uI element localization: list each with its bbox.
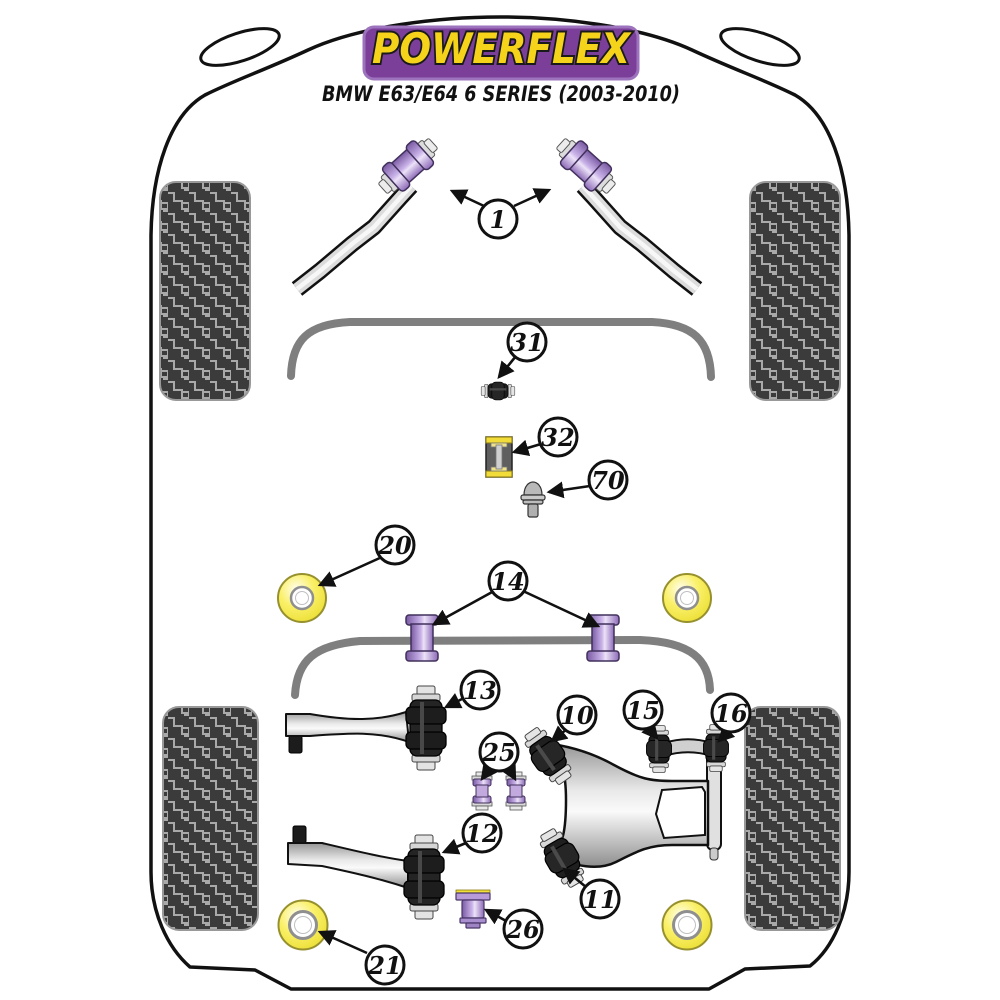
front-anti-roll-bar bbox=[287, 318, 715, 381]
callout-arrows bbox=[317, 188, 736, 955]
side-mirror-right-icon bbox=[719, 27, 801, 67]
top-hat-bush-icon bbox=[455, 889, 491, 929]
svg-text:21: 21 bbox=[367, 951, 401, 980]
tire-front-left bbox=[159, 181, 251, 401]
svg-text:14: 14 bbox=[491, 567, 524, 596]
tire-rear-left bbox=[162, 706, 259, 931]
callout-15: 15 bbox=[622, 689, 664, 731]
front-control-arm-left bbox=[291, 130, 445, 296]
rear-lower-arm bbox=[287, 825, 445, 920]
rear-upper-arm-bush-icon bbox=[405, 685, 447, 771]
yellow-bush-lower-left-icon bbox=[277, 899, 329, 951]
svg-text:31: 31 bbox=[510, 328, 543, 357]
side-mirror-left-icon bbox=[199, 27, 281, 67]
callout-20: 20 bbox=[374, 524, 416, 566]
rear-arb-bush-left-icon bbox=[405, 614, 439, 662]
svg-text:1: 1 bbox=[490, 205, 507, 234]
yellow-bush-upper-left-icon bbox=[276, 572, 328, 624]
callout-11: 11 bbox=[579, 878, 621, 920]
tire-front-right bbox=[749, 181, 841, 401]
cone-bush-icon bbox=[520, 481, 546, 518]
svg-text:10: 10 bbox=[560, 701, 594, 730]
svg-text:11: 11 bbox=[583, 885, 616, 914]
link-bush-inner-icon bbox=[646, 725, 672, 773]
svg-text:16: 16 bbox=[714, 699, 748, 728]
rear-subframe-assembly bbox=[517, 721, 729, 893]
front-arb-bush-icon bbox=[480, 381, 516, 401]
svg-text:15: 15 bbox=[626, 696, 659, 725]
rear-lower-arm-bush-icon bbox=[403, 834, 445, 920]
vehicle-subtitle: BMW E63/E64 6 SERIES (2003-2010) bbox=[322, 82, 680, 107]
front-control-arm-right bbox=[549, 130, 703, 296]
callout-16: 16 bbox=[710, 692, 752, 734]
svg-text:13: 13 bbox=[463, 676, 496, 705]
callout-70: 70 bbox=[587, 459, 629, 501]
yellow-bush-upper-right-icon bbox=[661, 572, 713, 624]
logo-background bbox=[362, 25, 640, 81]
callout-14: 14 bbox=[487, 560, 529, 602]
callout-12: 12 bbox=[461, 812, 503, 854]
svg-text:32: 32 bbox=[541, 423, 574, 452]
callout-21: 21 bbox=[364, 944, 406, 986]
yellow-bush-lower-right-icon bbox=[661, 899, 713, 951]
svg-text:12: 12 bbox=[465, 819, 498, 848]
callout-1: 1 bbox=[477, 198, 519, 240]
callout-26: 26 bbox=[502, 908, 544, 950]
brand-text: POWERFLEX bbox=[372, 24, 632, 73]
callout-25: 25 bbox=[478, 731, 520, 773]
svg-text:70: 70 bbox=[591, 466, 625, 495]
tires bbox=[159, 181, 841, 931]
svg-text:25: 25 bbox=[481, 738, 515, 767]
callout-31: 31 bbox=[506, 321, 548, 363]
insert-bush-icon bbox=[485, 436, 513, 478]
callout-10: 10 bbox=[556, 694, 598, 736]
callout-13: 13 bbox=[459, 669, 501, 711]
rear-anti-roll-bar bbox=[291, 635, 714, 699]
svg-text:26: 26 bbox=[505, 915, 540, 944]
callout-32: 32 bbox=[537, 416, 579, 458]
rear-upper-arm bbox=[285, 685, 447, 771]
tire-rear-right bbox=[744, 706, 841, 931]
brand-logo: POWERFLEX bbox=[362, 22, 640, 81]
svg-text:20: 20 bbox=[377, 531, 412, 560]
